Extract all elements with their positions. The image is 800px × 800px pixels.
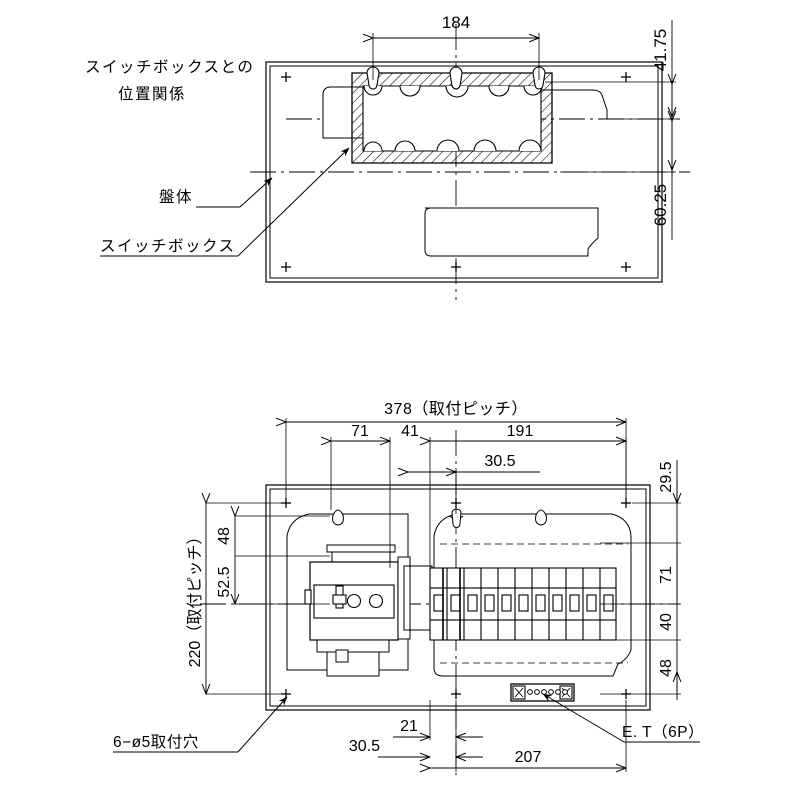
dim-top-30-5-text: 30.5 [484,453,515,470]
switch-box [351,66,553,164]
dim-184: 184 [373,13,539,80]
dim-top-30-5: 30.5 [408,453,540,514]
dim-chain-71-41-191: 71 41 191 [331,423,626,568]
main-breaker [304,544,433,677]
upper-view-group: 184 41.75 60.25 スイッチボックスとの 位置関係 盤体 [85,13,690,300]
dim-bottom-30-5: 30.5 [349,738,483,757]
dim-left-chain: 220（取付ピッチ） 48 52.5 [186,503,330,694]
dim-bottom-30-5-text: 30.5 [349,738,380,755]
dim-184-text: 184 [442,13,470,32]
dim-378-text: 378（取付ピッチ） [384,400,528,418]
dim-41-text: 41 [401,423,419,440]
label-switch-box: スイッチボックス [100,237,236,255]
dim-right-chain: 29.5 71 40 48 [600,460,681,700]
dim-220-text: 220（取付ピッチ） [186,529,204,668]
cover-plate-right [433,508,632,677]
label-switchbox-relation-line1: スイッチボックスとの [85,58,254,76]
earth-terminal-block [510,683,575,702]
branch-breaker-bank [429,567,617,641]
label-mount-holes: 6−ø5取付穴 [113,733,199,751]
dim-378: 378（取付ピッチ） [286,400,626,500]
dim-52-5-text: 52.5 [216,566,233,597]
dim-right-48-text: 48 [658,659,675,677]
lower-view-group: E. T（6P） 378（取付ピッチ） 71 41 191 30.5 [113,400,704,775]
label-switchbox-relation-line2: 位置関係 [118,85,186,103]
upper-right-device [397,89,608,119]
upper-lower-tray [424,207,599,257]
dim-207: 207 [430,700,626,772]
leader-switch-box [100,147,350,257]
leader-panel-body [196,177,273,208]
label-earth-terminal: E. T（6P） [622,724,704,741]
cover-plate-right-dashes [440,543,628,664]
dim-right-29-5-text: 29.5 [658,461,675,492]
dim-41-75-text: 41.75 [651,29,670,72]
dim-left-48-text: 48 [216,527,233,545]
dim-60-25-text: 60.25 [651,184,670,227]
dim-right-71-text: 71 [658,566,675,584]
dim-upper-right-chain: 41.75 60.25 [545,20,676,240]
dim-191-text: 191 [507,423,534,440]
label-panel-body: 盤体 [159,188,193,206]
leader-mount-holes [113,696,288,753]
dim-207-text: 207 [515,749,542,766]
dim-bottom-21: 21 [393,700,483,772]
dim-right-40-text: 40 [658,613,675,631]
dim-bottom-21-text: 21 [400,718,418,735]
leader-earth-terminal [542,693,700,743]
dim-71-text: 71 [351,423,369,440]
